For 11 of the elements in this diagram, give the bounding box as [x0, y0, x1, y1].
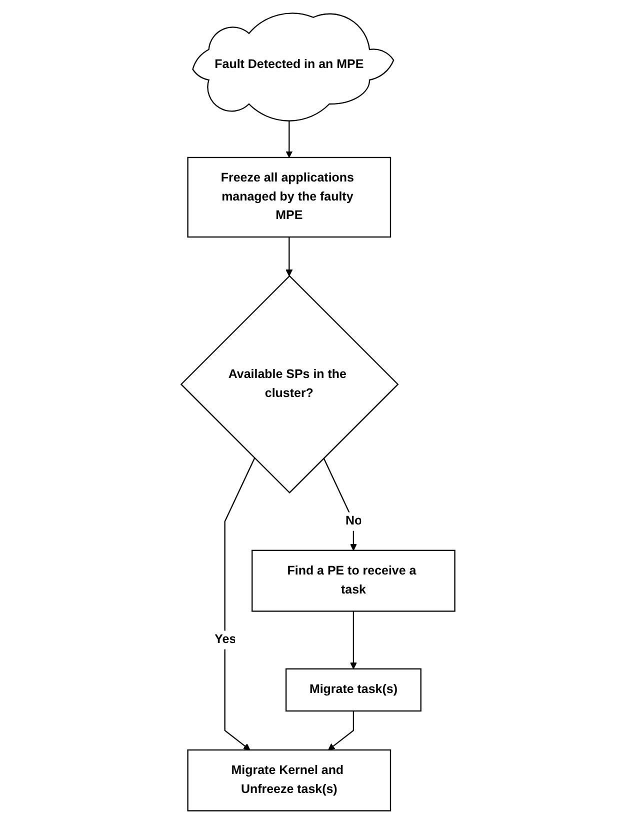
arrow	[286, 236, 293, 276]
node-diamond: Available SPs in the cluster?	[180, 274, 399, 494]
edge-label: No	[346, 514, 362, 528]
node-box: Migrate Kernel and Unfreeze task(s)	[187, 748, 392, 811]
arrow	[328, 710, 354, 750]
node-box: Find a PE to receive a task	[252, 549, 456, 612]
arrow	[350, 610, 357, 669]
arrow	[224, 457, 256, 750]
node-box: Freeze all applications managed by the faulty MPE	[187, 156, 392, 238]
arrow	[323, 457, 357, 550]
node-box: Migrate task(s)	[285, 668, 422, 712]
